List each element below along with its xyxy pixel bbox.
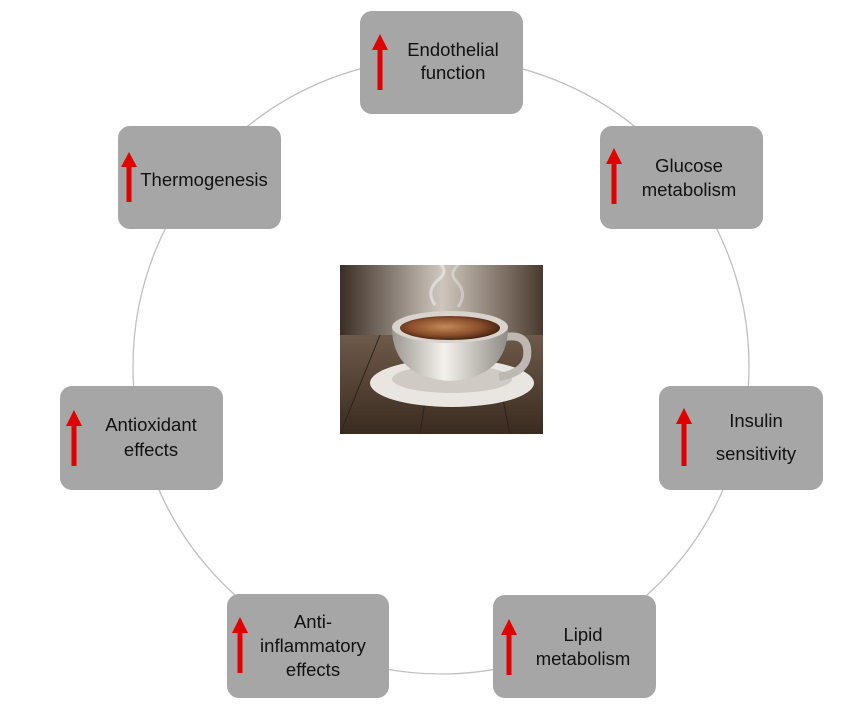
node-label-line: Antioxidant — [105, 414, 197, 435]
node-label-line: metabolism — [641, 179, 737, 200]
node-label-line: Insulin — [729, 410, 783, 431]
node-antioxidant-effects: Antioxidant effects — [60, 386, 223, 490]
node-label-line: Thermogenesis — [140, 169, 268, 190]
up-arrow-icon — [66, 410, 82, 466]
node-label-line: function — [420, 62, 486, 83]
node-label-line: Endothelial — [407, 39, 499, 60]
node-glucose-metabolism: Glucose metabolism — [600, 126, 763, 229]
node-anti-inflammatory-effects: Anti- inflammatory effects — [227, 594, 389, 698]
node-label-line: effects — [285, 659, 341, 680]
node-label-line: Anti- — [293, 611, 333, 632]
coffee-cup-photo — [340, 265, 543, 434]
node-label-line: effects — [123, 439, 179, 460]
up-arrow-icon — [501, 619, 517, 675]
node-label-line: inflammatory — [260, 635, 366, 656]
node-label-line: Lipid — [563, 624, 603, 645]
up-arrow-icon — [606, 148, 622, 204]
node-endothelial-function: Endothelial function — [360, 11, 523, 114]
up-arrow-icon — [372, 34, 388, 90]
up-arrow-icon — [232, 617, 248, 673]
node-insulin-sensitivity: Insulin sensitivity — [659, 386, 823, 490]
node-thermogenesis: Thermogenesis — [118, 126, 281, 229]
node-lipid-metabolism: Lipid metabolism — [493, 595, 656, 698]
up-arrow-icon — [121, 152, 137, 202]
node-label-line: Glucose — [655, 155, 723, 176]
node-label-line: metabolism — [535, 648, 631, 669]
node-label-line: sensitivity — [715, 443, 797, 464]
up-arrow-icon — [676, 408, 692, 466]
